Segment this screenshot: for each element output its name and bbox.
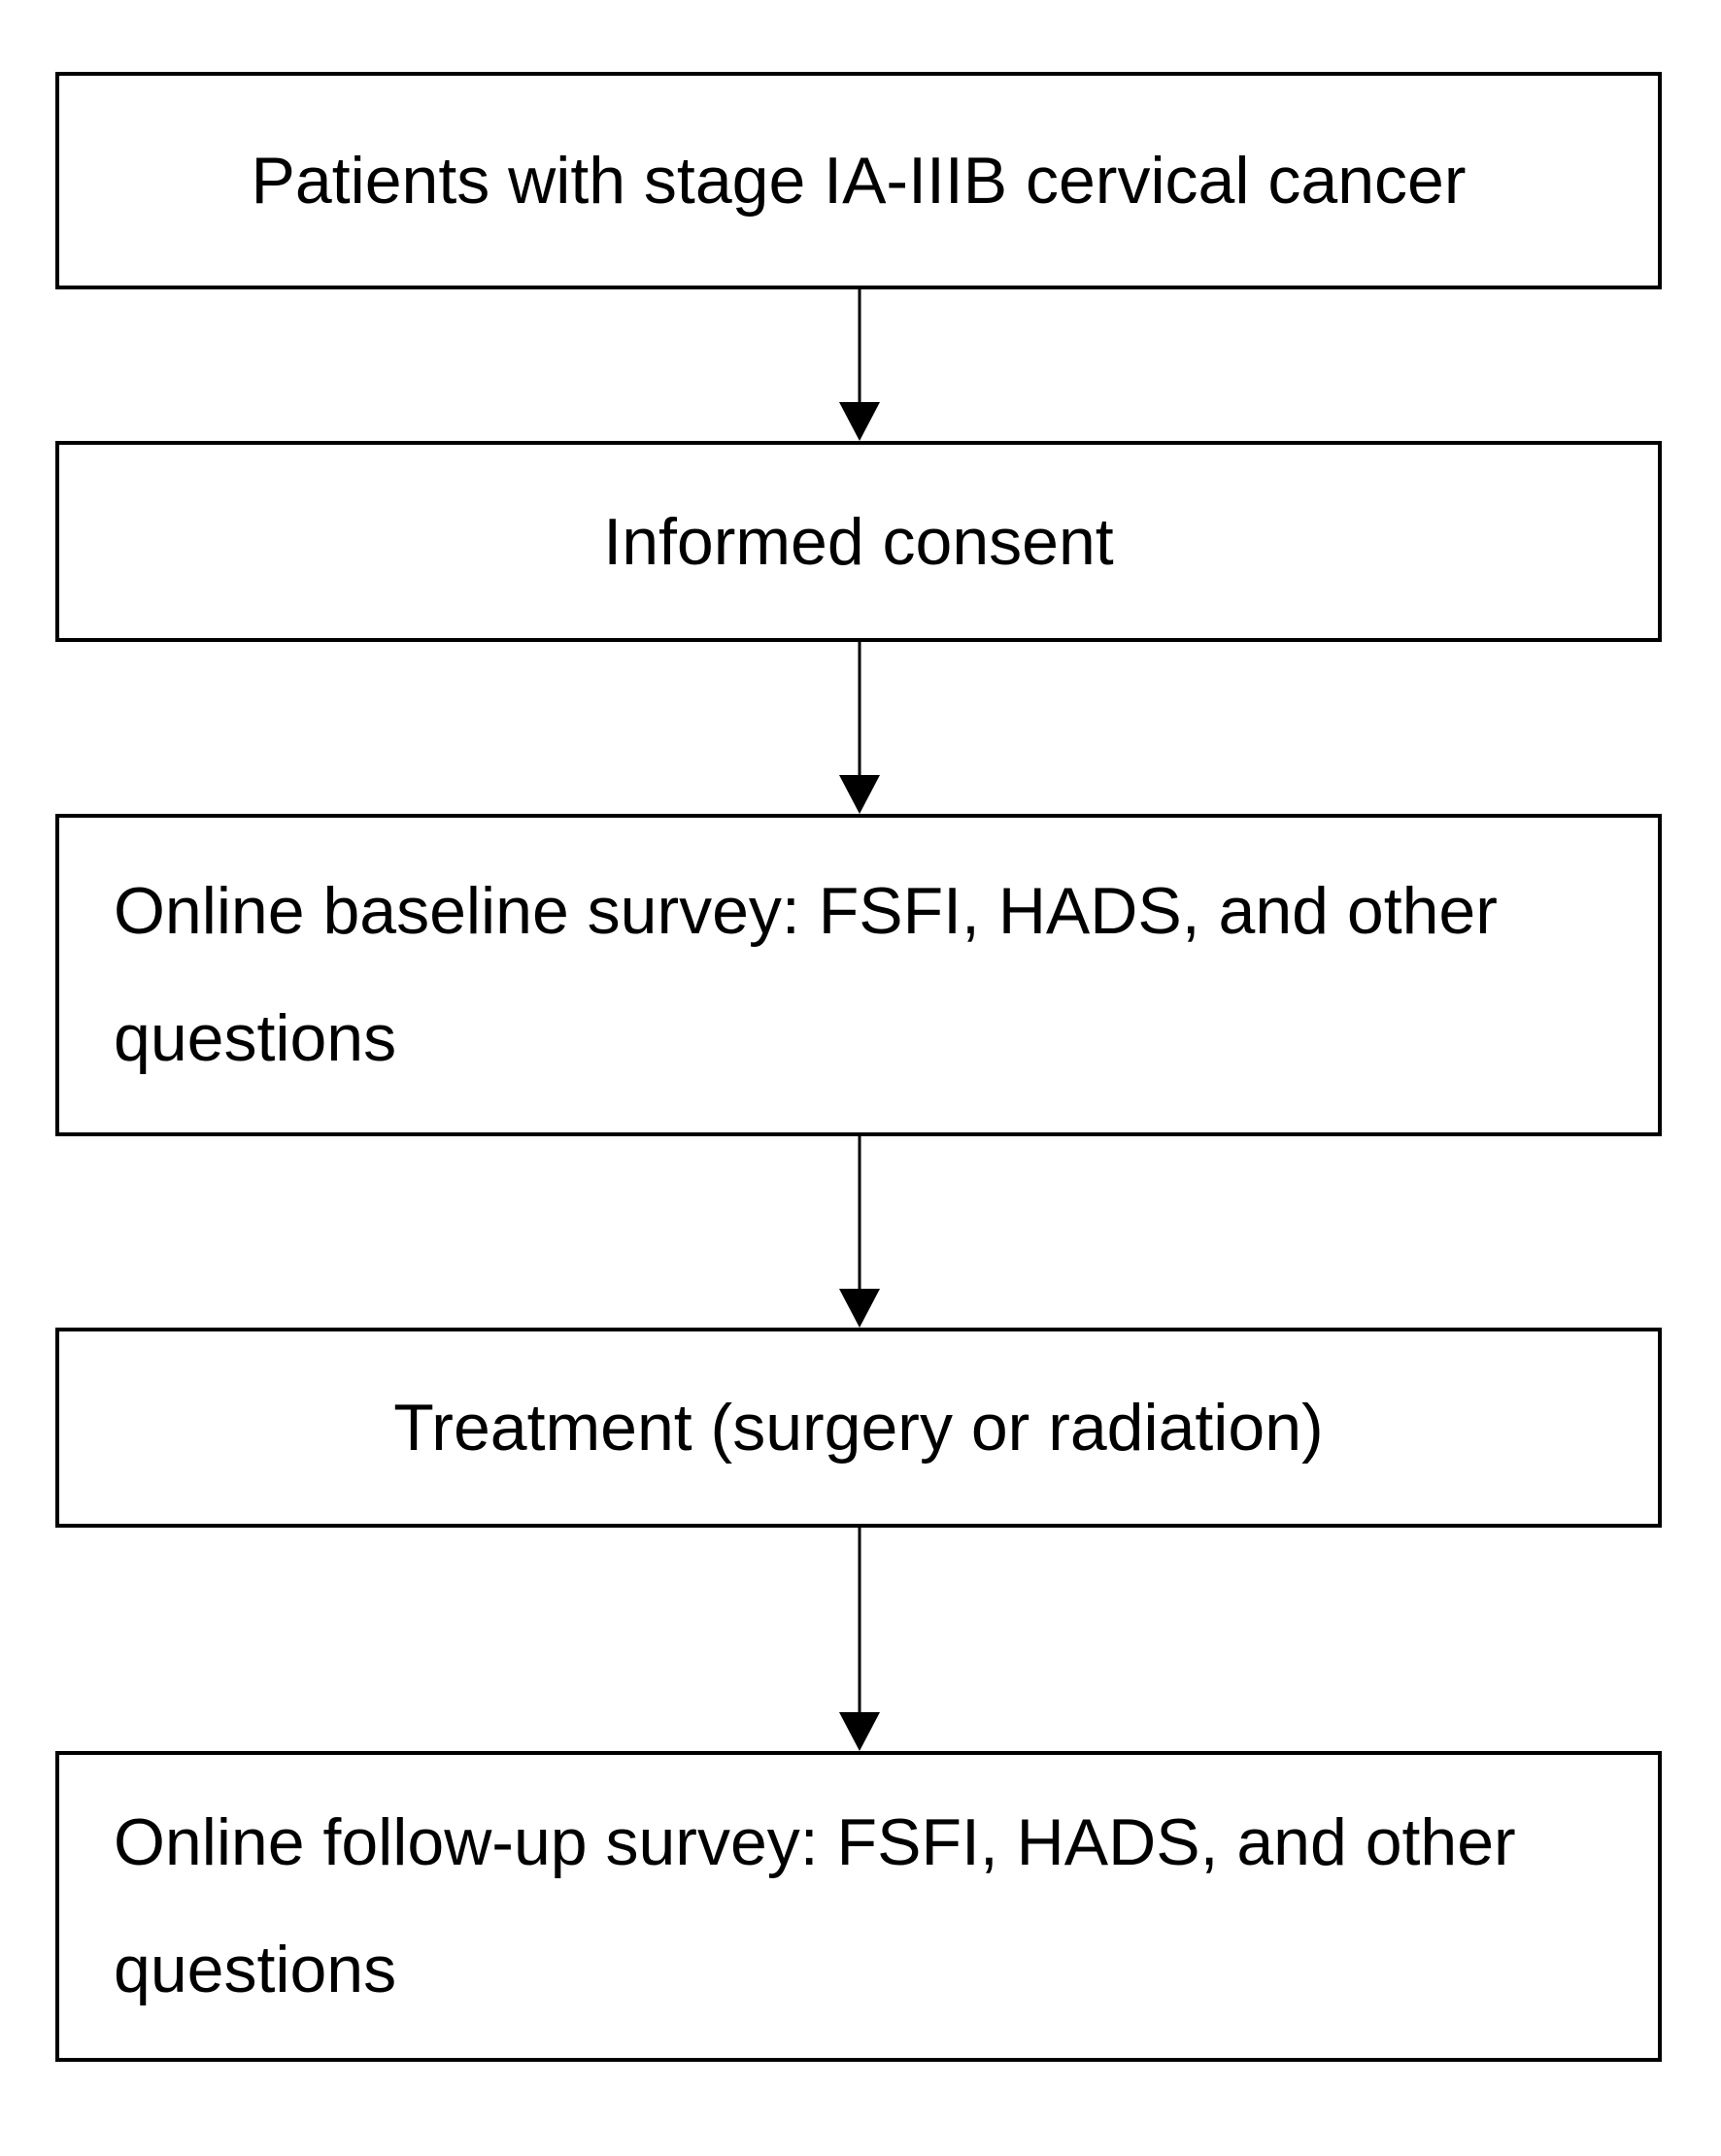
flow-step-follow-up-survey: Online follow-up survey: FSFI, HADS, and… <box>55 1751 1662 2062</box>
flow-step-label: Patients with stage IA-IIIB cervical can… <box>251 144 1467 218</box>
flow-step-label: Treatment (surgery or radiation) <box>393 1391 1324 1465</box>
arrow-3-to-4 <box>839 1136 880 1328</box>
flow-step-treatment: Treatment (surgery or radiation) <box>55 1328 1662 1528</box>
arrow-2-to-3 <box>839 642 880 814</box>
arrow-1-to-2 <box>839 289 880 441</box>
flow-step-label: Online follow-up survey: FSFI, HADS, and… <box>114 1805 1516 2006</box>
flow-step-informed-consent: Informed consent <box>55 441 1662 642</box>
flow-step-label: Informed consent <box>603 504 1114 579</box>
arrow-4-to-5 <box>839 1528 880 1751</box>
flow-step-label: Online baseline survey: FSFI, HADS, and … <box>114 874 1498 1075</box>
flow-step-baseline-survey: Online baseline survey: FSFI, HADS, and … <box>55 814 1662 1136</box>
flow-step-patients: Patients with stage IA-IIIB cervical can… <box>55 72 1662 289</box>
